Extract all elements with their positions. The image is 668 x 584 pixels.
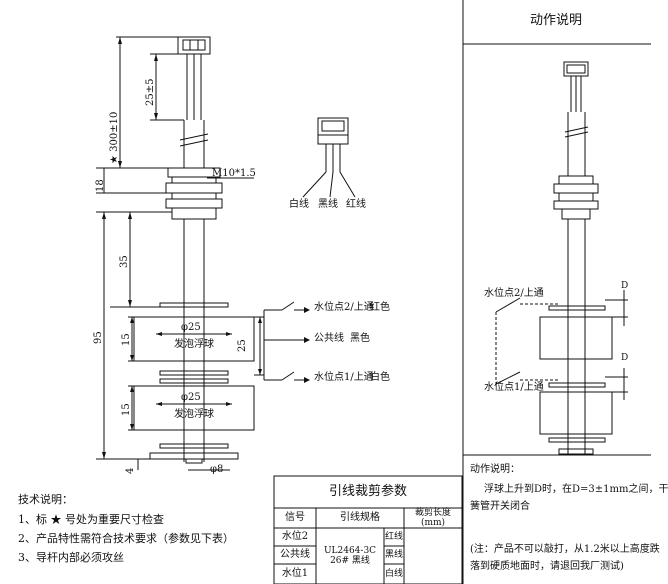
circuit-line3-label: 水位点1/上通 — [314, 372, 374, 383]
table-header-signal: 信号 — [285, 512, 305, 524]
dim-4-label: 4 — [125, 467, 136, 474]
tech-item2: 2、产品特性需符合技术要求（参数见下表） — [18, 532, 234, 545]
tech-item1: 1、标 ★ 号处为重要尺寸检查 — [18, 513, 164, 526]
action-desc-line2: 簧管开关闭合 — [470, 501, 530, 512]
dim-15b-label: 15 — [121, 403, 132, 416]
action-point2-label: 水位点2/上通 — [484, 288, 544, 299]
table-row1-color: 红线 — [384, 531, 403, 542]
action-upper-float — [539, 316, 613, 360]
dim-95-label: 95 — [93, 331, 104, 344]
table-header-spec: 引线规格 — [340, 512, 380, 524]
dim-m10-label: M10*1.5 — [212, 168, 256, 179]
circuit-line2-color: 黑色 — [350, 333, 370, 344]
wire-black-label: 黑线 — [318, 199, 338, 210]
dim-d1-label: D — [621, 281, 629, 291]
action-note-line2: 落到硬质地面时，请退回我厂测试) — [470, 561, 624, 572]
dim-25b-label: 25 — [237, 339, 248, 352]
table-row3-signal: 水位1 — [281, 568, 309, 580]
action-desc-line1: 浮球上升到D时，在D=3±1mm之间，干 — [484, 484, 668, 495]
wire-red-label: 红线 — [346, 199, 366, 210]
table-title: 引线裁剪参数 — [328, 483, 407, 499]
dim-15a-label: 15 — [121, 333, 132, 346]
dim-18-label: 18 — [95, 179, 106, 192]
circuit-line1-label: 水位点2/上通 — [314, 302, 374, 313]
circuit-line3-color: 白色 — [370, 372, 390, 383]
action-lower-float — [539, 391, 613, 435]
technical-drawing — [96, 0, 651, 584]
dim-phi8-label: φ8 — [210, 464, 224, 475]
upper-float-label: 发泡浮球 — [174, 339, 214, 350]
circuit-line2-label: 公共线 — [314, 333, 344, 344]
table-row2-signal: 公共线 — [280, 549, 310, 561]
table-row1-signal: 水位2 — [281, 531, 309, 543]
table-row2-color: 黑线 — [384, 549, 403, 560]
dim-35-label: 35 — [119, 255, 130, 268]
action-point1-label: 水位点1/上通 — [484, 382, 544, 393]
table-row3-color: 白线 — [384, 568, 403, 579]
action-note-line1: (注：产品不可以敲打，从1.2米以上高度跌 — [470, 544, 660, 555]
table-spec-value: UL2464-3C 26# 黑线 — [323, 545, 377, 566]
tech-title: 技术说明： — [18, 493, 73, 506]
lower-float — [133, 385, 255, 431]
upper-float — [133, 316, 255, 362]
table-header-length: 裁剪长度(mm) — [414, 507, 451, 528]
dim-25-label: 25±5 — [145, 78, 156, 106]
action-header: 动作说明 — [530, 13, 583, 28]
dim-d2-label: D — [621, 353, 629, 363]
dim-phi25a-label: φ25 — [181, 322, 201, 333]
dim-300-label: ★ 300±10 — [109, 111, 120, 164]
lower-float-label: 发泡浮球 — [174, 409, 214, 420]
circuit-line1-color: 红色 — [370, 302, 390, 313]
wire-white-label: 白线 — [289, 199, 309, 210]
dim-phi25b-label: φ25 — [181, 392, 201, 403]
action-desc-title: 动作说明： — [470, 464, 520, 475]
tech-item3: 3、导杆内部必须攻丝 — [18, 551, 124, 564]
